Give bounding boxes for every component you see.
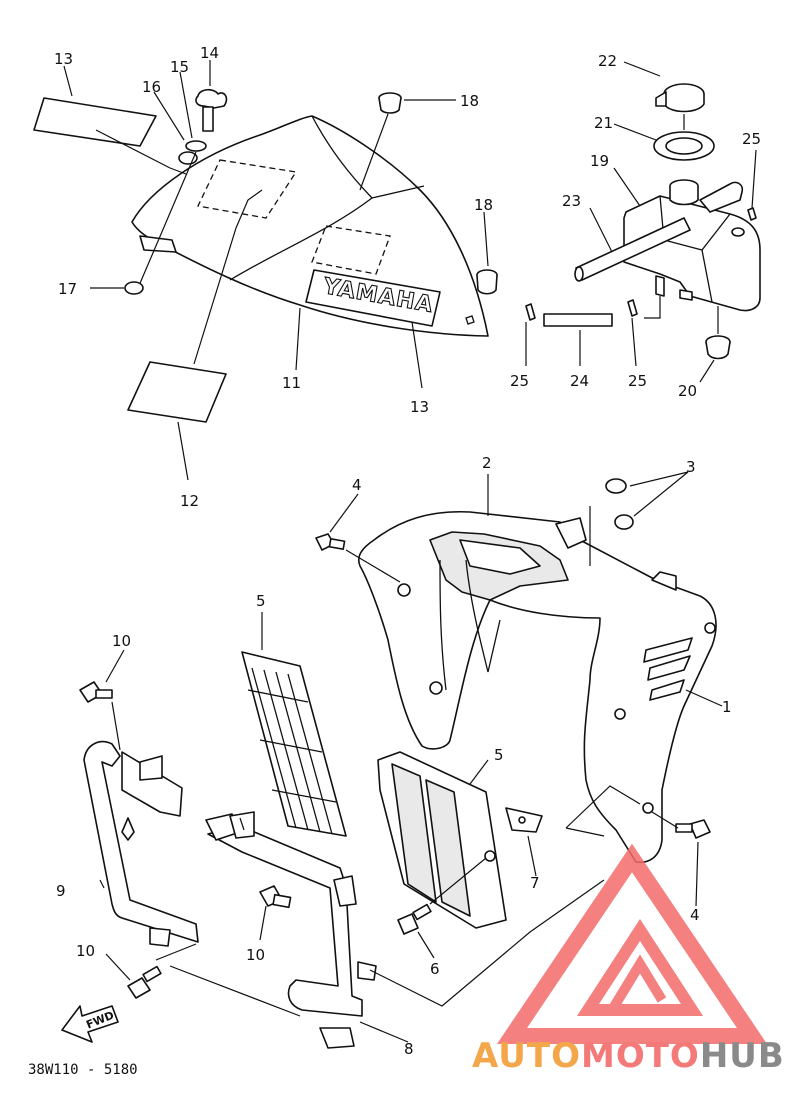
bolt-part-10-top: [79, 681, 113, 703]
callout-9: 9: [56, 882, 66, 900]
shroud-group: [358, 510, 717, 864]
bolt-part-6: [397, 903, 432, 935]
callout-6: 6: [430, 960, 440, 978]
decal-outline-right: [311, 225, 391, 275]
callout-10-mid: 10: [246, 946, 265, 964]
callout-15: 15: [170, 58, 189, 76]
tank-cover-group: YAMAHA: [131, 115, 489, 337]
callout-18-side: 18: [474, 196, 493, 214]
callout-12: 12: [180, 492, 199, 510]
callout-5-back: 5: [256, 592, 266, 610]
callout-25-top: 25: [742, 130, 761, 148]
wordmark-moto: MOTO: [580, 1036, 700, 1076]
callout-21: 21: [594, 114, 613, 132]
wordmark-auto: AUTO: [472, 1036, 581, 1076]
logo-triangle-outer: [496, 843, 768, 1044]
callout-10-top: 10: [112, 632, 131, 650]
guard-bracket-part-9: [83, 740, 199, 947]
callout-10-bottom: 10: [76, 942, 95, 960]
callout-16: 16: [142, 78, 161, 96]
callout-20: 20: [678, 382, 697, 400]
wordmark-hub: HUB: [699, 1036, 785, 1076]
washer-part-15: [185, 140, 207, 152]
callout-22: 22: [598, 52, 617, 70]
watermark-wordmark: AUTOMOTOHUB: [472, 1036, 785, 1076]
tank-cover-part-11: [131, 115, 489, 337]
bolt-part-10-bottom: [127, 965, 162, 999]
cap-part-22: [655, 83, 705, 113]
grommet-part-16: [178, 151, 198, 165]
grommet-part-3-b: [614, 514, 634, 530]
callout-13-top: 13: [54, 50, 73, 68]
seal-part-21: [653, 131, 715, 161]
damper-part-18-top: [378, 92, 402, 114]
guard-bracket-part-8: [205, 811, 377, 1049]
callout-5-front: 5: [494, 746, 504, 764]
logo-triangle-inner: [576, 918, 704, 1016]
callout-19: 19: [590, 152, 609, 170]
nut-part-7: [505, 807, 543, 833]
callout-13-bottom: 13: [410, 398, 429, 416]
callout-leaders: [63, 60, 757, 1043]
callout-14: 14: [200, 44, 219, 62]
diagram-code: 38W110 - 5180: [28, 1062, 138, 1078]
radiator-grille-part-5-back: [241, 651, 347, 837]
callout-2: 2: [482, 454, 492, 472]
callout-4-bottom: 4: [690, 906, 700, 924]
callout-25-left: 25: [510, 372, 529, 390]
callout-8: 8: [404, 1040, 414, 1058]
callout-4-top: 4: [352, 476, 362, 494]
callout-3: 3: [686, 458, 696, 476]
bolt-part-4-top: [315, 533, 346, 551]
reservoir-group: [574, 83, 761, 319]
clip-part-25-left: [525, 303, 536, 321]
callout-23: 23: [562, 192, 581, 210]
callout-1: 1: [722, 698, 732, 716]
callout-25-mid: 25: [628, 372, 647, 390]
automotohub-logo: [496, 843, 768, 1044]
decal-part-12: [127, 361, 227, 423]
decal-part-13: [33, 97, 157, 147]
radiator-shroud-part-1: [358, 510, 717, 864]
callout-11: 11: [282, 374, 301, 392]
callout-labels: 13 16 15 14 17 18 18 11 13 12 22 21 25 1…: [54, 44, 761, 1058]
grommet-part-3-a: [605, 478, 627, 494]
clip-part-25-right: [747, 207, 757, 221]
callout-24: 24: [570, 372, 589, 390]
hose-strip-part-24: [543, 313, 613, 327]
clip-part-25-mid: [627, 299, 638, 317]
fwd-arrow-icon: FWD: [61, 1005, 119, 1043]
bolt-part-4-bottom: [675, 819, 711, 839]
callout-17: 17: [58, 280, 77, 298]
radiator-grille-part-5-front: [377, 751, 507, 929]
collar-part-17: [124, 281, 144, 295]
decal-outline-left: [197, 159, 298, 219]
callout-18-top: 18: [460, 92, 479, 110]
callout-7: 7: [530, 874, 540, 892]
grommet-part-20: [705, 335, 731, 360]
bolt-part-10-mid: [259, 885, 292, 909]
wing-bolt-part-14: [195, 88, 228, 132]
damper-part-18-side: [476, 269, 498, 295]
